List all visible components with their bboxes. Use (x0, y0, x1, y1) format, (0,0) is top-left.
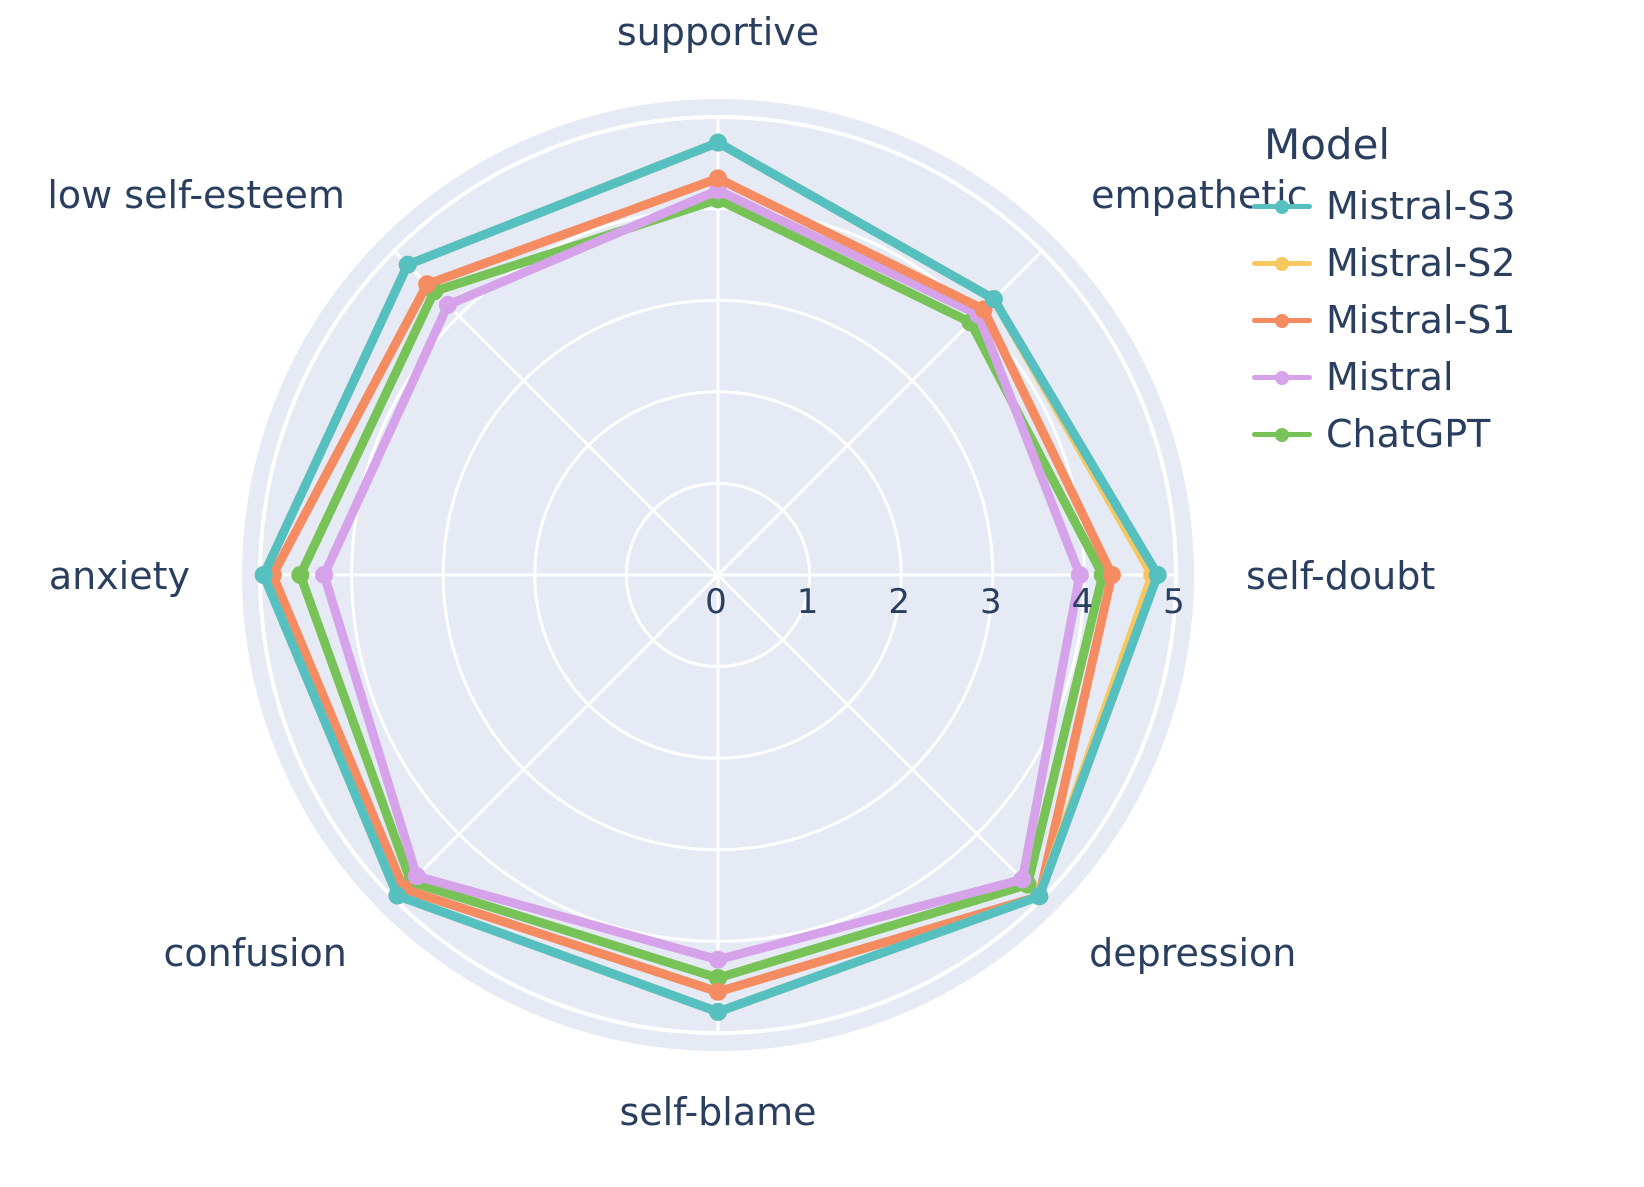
axis-label-anxiety: anxiety (49, 554, 190, 598)
radial-tick-0: 0 (705, 582, 727, 622)
legend-item-mistral-s2[interactable]: Mistral-S2 (1252, 234, 1592, 291)
legend-swatch-icon (1252, 419, 1312, 449)
legend-item-mistral-s3[interactable]: Mistral-S3 (1252, 177, 1592, 234)
legend-item-chatgpt[interactable]: ChatGPT (1252, 405, 1592, 462)
data-point (388, 886, 407, 905)
axis-label-depression: depression (1089, 931, 1296, 975)
legend-swatch-icon (1252, 191, 1312, 221)
data-point (315, 566, 334, 584)
data-point (709, 950, 727, 969)
radial-tick-3: 3 (980, 582, 1002, 622)
axis-label-supportive: supportive (617, 10, 819, 54)
axis-label-low-self-esteem: low self-esteem (47, 173, 345, 217)
axis-label-confusion: confusion (164, 931, 347, 975)
data-point (398, 255, 417, 274)
category-axis-labels: supportive empathetic self-doubt depression… (47, 10, 1435, 1134)
legend-item-mistral[interactable]: Mistral (1252, 348, 1592, 405)
data-point (1070, 566, 1089, 584)
legend-label: Mistral (1326, 354, 1454, 399)
legend-title: Model (1264, 120, 1391, 169)
legend-swatch-icon (1252, 362, 1312, 392)
data-point (407, 867, 426, 886)
data-point (1030, 887, 1049, 906)
axis-label-self-doubt: self-doubt (1246, 554, 1435, 598)
data-point (1148, 566, 1167, 584)
radial-tick-labels: 0 1 2 3 4 5 (705, 582, 1185, 622)
legend-label: Mistral-S2 (1326, 240, 1516, 285)
data-point (709, 169, 727, 188)
data-point (709, 982, 727, 1001)
legend-item-mistral-s1[interactable]: Mistral-S1 (1252, 291, 1592, 348)
legend-label: Mistral-S1 (1326, 297, 1516, 342)
data-point (438, 295, 457, 314)
data-point (1013, 870, 1032, 889)
data-point (418, 275, 437, 294)
radial-tick-4: 4 (1072, 582, 1094, 622)
legend-swatch-icon (1252, 248, 1312, 278)
radial-tick-5: 5 (1163, 582, 1185, 622)
data-point (709, 969, 727, 987)
radial-tick-2: 2 (888, 582, 910, 622)
data-point (291, 566, 310, 584)
data-point (1102, 566, 1121, 584)
series-layer (254, 133, 1167, 1021)
data-point (709, 133, 727, 152)
data-point (254, 566, 273, 584)
axis-label-self-blame: self-blame (619, 1090, 816, 1134)
data-point (984, 290, 1003, 309)
series-mistral-s3 (254, 133, 1167, 1021)
data-point (709, 1002, 727, 1021)
legend-label: ChatGPT (1326, 411, 1491, 456)
legend-label: Mistral-S3 (1326, 183, 1516, 228)
radial-tick-1: 1 (797, 582, 819, 622)
legend-swatch-icon (1252, 305, 1312, 335)
axis-label-empathetic: empathetic (1091, 173, 1308, 217)
